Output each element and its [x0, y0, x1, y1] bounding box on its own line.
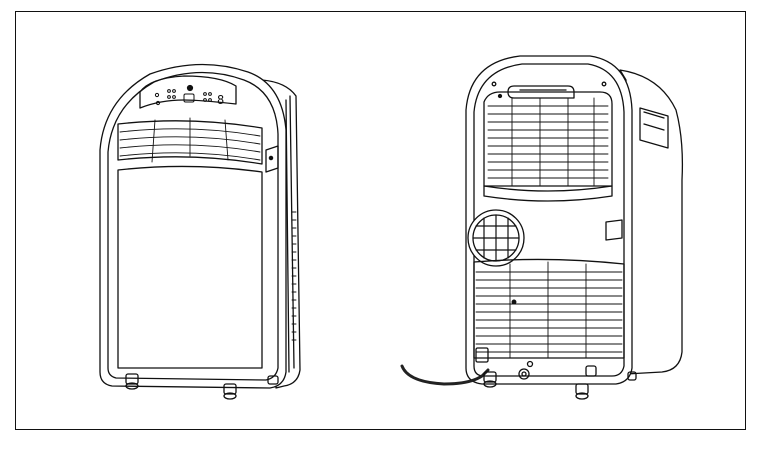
lower-grille-lines [475, 261, 623, 359]
upper-grille-lines [487, 97, 609, 187]
side-vent-grille [291, 211, 297, 341]
side-handle [265, 145, 279, 173]
hose-bracket [605, 219, 623, 241]
rear-casters [483, 365, 637, 400]
control-buttons [154, 84, 212, 106]
louver-slats [119, 117, 261, 163]
drain-plug [518, 368, 530, 380]
power-cord [400, 364, 490, 386]
air-outlet-louver [117, 120, 263, 165]
exhaust-port [467, 209, 525, 267]
front-unit-body [99, 63, 287, 389]
front-panel [117, 165, 263, 369]
carry-handle [507, 85, 575, 99]
upper-filter-grille [483, 91, 613, 187]
front-unit: 8 [99, 63, 301, 400]
control-panel [139, 75, 237, 109]
rear-unit-side-panel [619, 69, 684, 375]
lower-filter-grille [473, 258, 625, 359]
front-casters [125, 373, 279, 400]
power-inlet [475, 347, 489, 363]
display-digit: 8 [217, 93, 224, 107]
rear-unit [400, 55, 684, 400]
